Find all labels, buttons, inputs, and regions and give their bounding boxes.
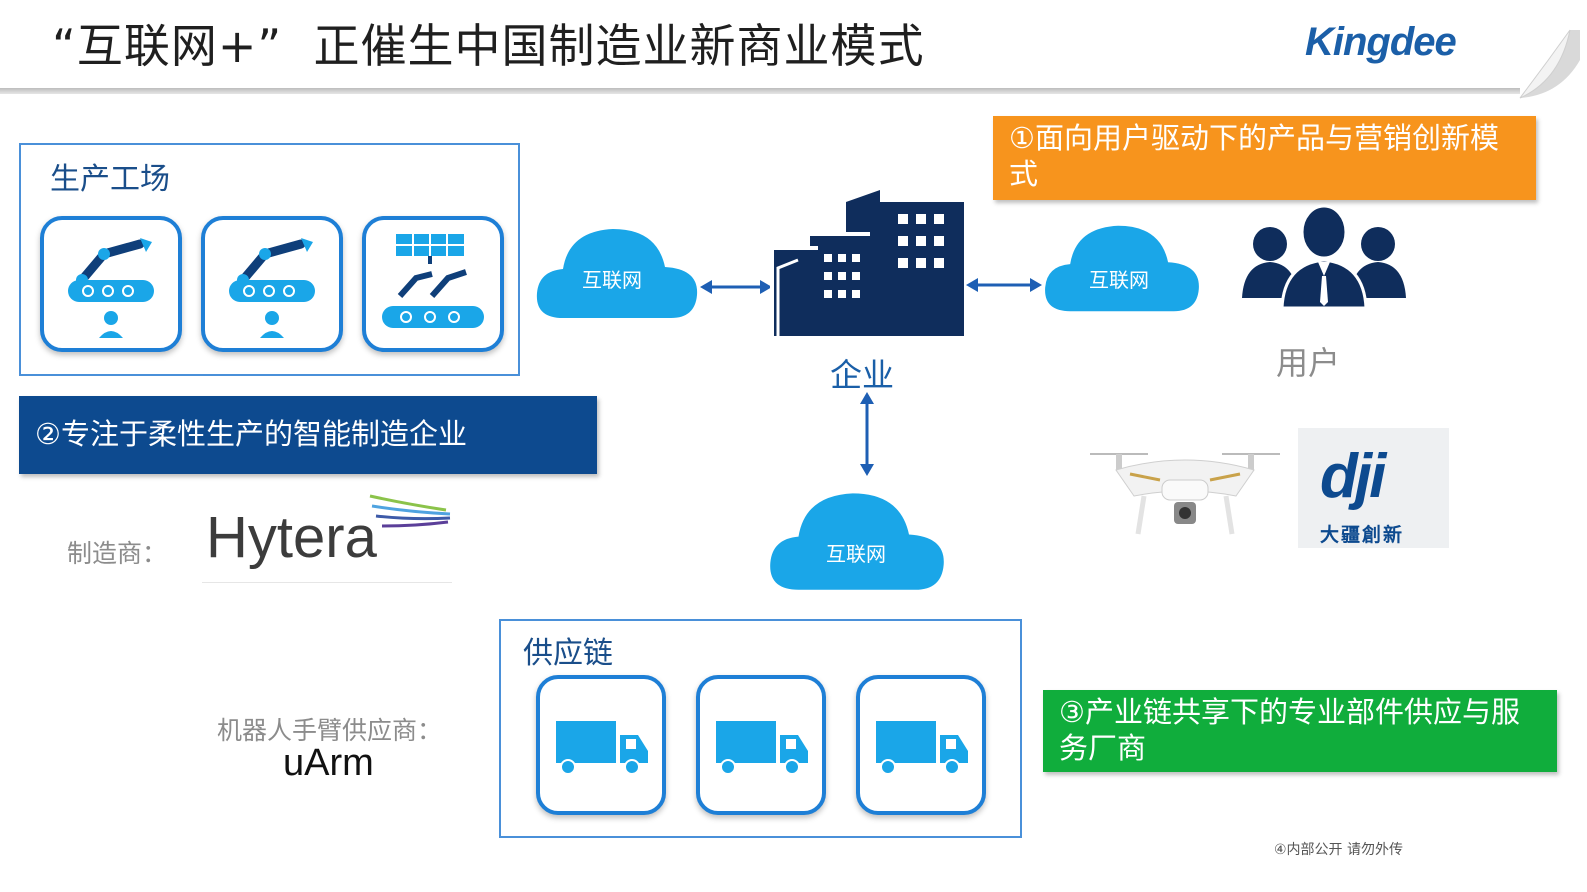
enterprise-label: 企业	[830, 356, 895, 394]
supply-chain-title: 供应链	[523, 636, 613, 671]
cloud-icon-right	[1045, 225, 1199, 312]
cloud-label-bottom: 互联网	[826, 542, 886, 566]
truck-tile-2	[696, 675, 826, 815]
truck-tile-1	[536, 675, 666, 815]
callout-supply-services: ③产业链共享下的专业部件供应与服务厂商	[1043, 690, 1557, 772]
robot-arm-supplier-label: 机器人手臂供应商：	[217, 716, 443, 745]
enterprise-building-icon	[770, 190, 964, 336]
factory-tile-robot-1	[40, 216, 182, 352]
callout-user-driven: ①面向用户驱动下的产品与营销创新模式	[993, 116, 1536, 200]
robot-arm-icon	[68, 238, 154, 338]
dji-logo: dji 大疆創新	[1298, 428, 1449, 548]
callout-flexible-manufacturing: ②专注于柔性生产的智能制造企业	[19, 396, 597, 474]
header-divider	[0, 88, 1520, 94]
truck-tile-3	[856, 675, 986, 815]
page-title: “互联网+” 正催生中国制造业新商业模式	[52, 19, 925, 73]
uarm-brand: uArm	[283, 742, 374, 784]
truck-icon	[716, 721, 808, 775]
header-bar	[0, 0, 1587, 92]
page-curl-icon	[1519, 29, 1580, 99]
robot-arm-icon	[229, 238, 315, 338]
arrow-enterprise-supply	[860, 392, 874, 476]
cloud-label-left: 互联网	[582, 268, 642, 292]
truck-icon	[876, 721, 968, 775]
hytera-wordmark: Hytera	[206, 505, 377, 570]
arrow-enterprise-cloud	[966, 278, 1042, 292]
hytera-wing-icon	[369, 494, 451, 528]
factory-title: 生产工场	[50, 162, 170, 197]
footer-confidentiality: ④内部公开 请勿外传	[1274, 842, 1404, 858]
cloud-icon-bottom	[770, 493, 944, 590]
cloud-label-right: 互联网	[1089, 268, 1149, 292]
dji-wordmark: dji	[1320, 442, 1386, 511]
truck-icon	[556, 721, 648, 775]
factory-tile-robot-2	[201, 216, 343, 352]
solar-robot-icon	[382, 234, 484, 328]
cloud-icon-left	[536, 229, 698, 318]
factory-tile-solar-robots	[362, 216, 504, 352]
users-group-icon	[1242, 204, 1406, 310]
arrow-cloud-enterprise	[700, 280, 772, 294]
drone-image	[1090, 453, 1280, 535]
kingdee-logo: Kingdee	[1305, 20, 1457, 64]
hytera-logo: Hytera	[202, 490, 452, 583]
user-label: 用户	[1276, 344, 1341, 382]
manufacturer-label: 制造商：	[67, 539, 168, 568]
dji-subtitle: 大疆創新	[1320, 524, 1405, 546]
